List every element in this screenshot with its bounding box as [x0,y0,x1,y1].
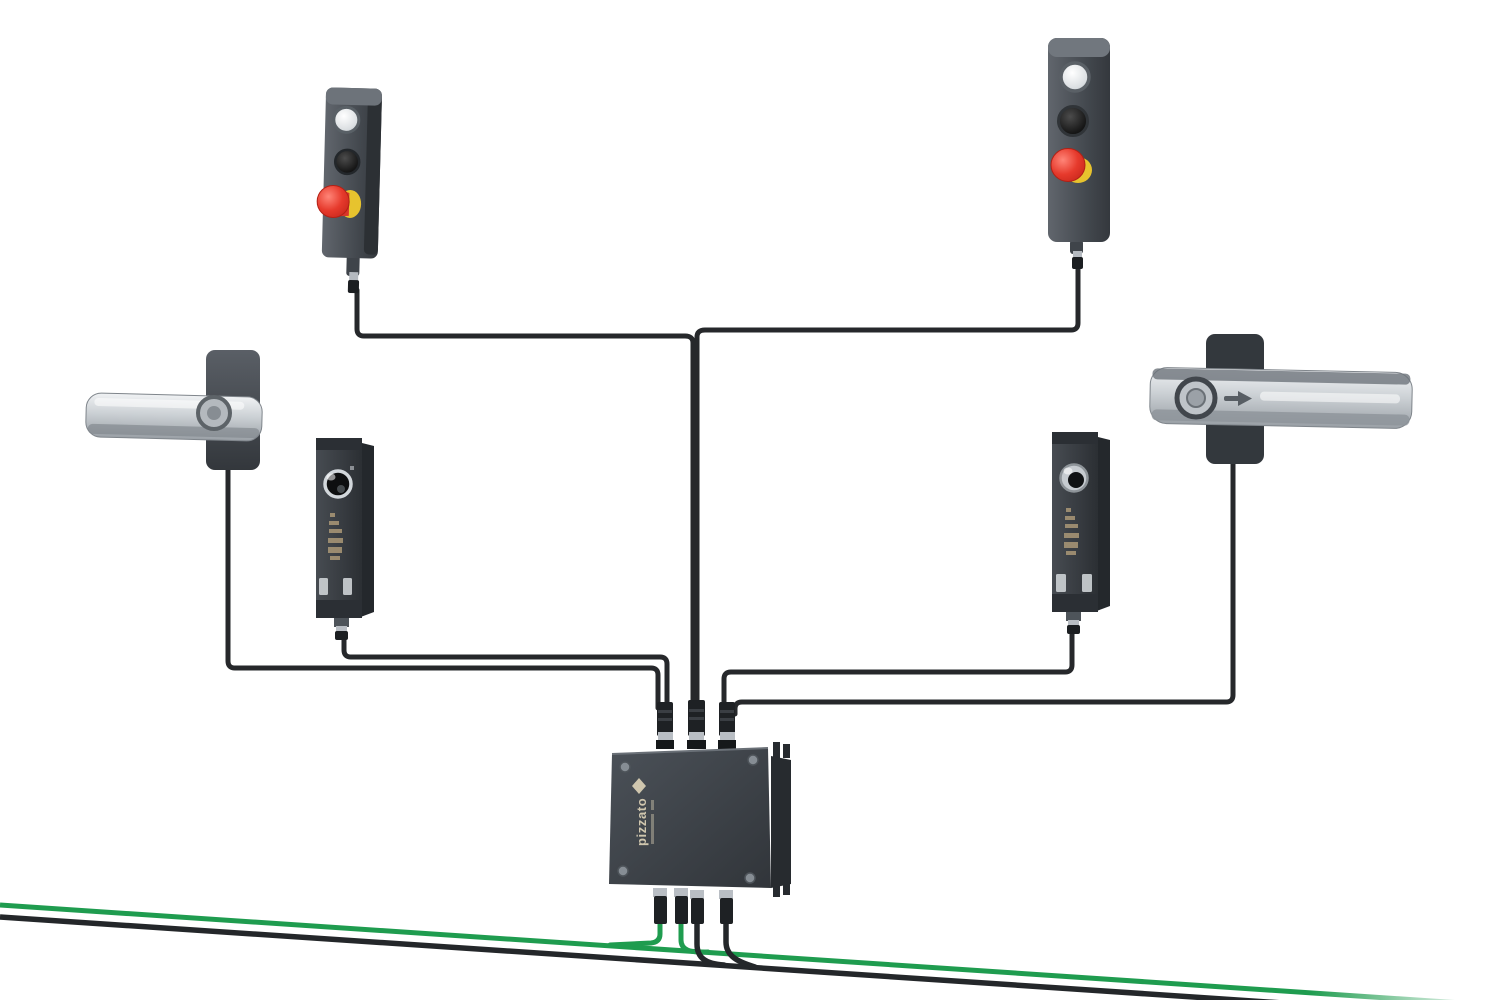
junction-box-bottom-ports [653,888,733,924]
stub-black-mid [694,921,727,968]
cable-estop-right [694,261,1081,715]
junction-box-screw-bl [617,865,629,877]
bus-black-cable [0,914,1280,1000]
switch-left-print-label [328,513,343,560]
switch-left-bottom-cap [316,600,362,618]
junction-box-screw-tl [619,761,631,773]
estop-right-connector-stub [1070,240,1083,254]
handle-right-lever-highlight [1260,391,1401,404]
white-illuminated-button [332,105,361,134]
junction-box-top-ports [656,700,736,749]
bus-fade-overlay [1310,920,1500,1000]
cable-door-handle-right [732,457,1236,717]
black-push-button [333,148,361,176]
estop-left-ferrule [349,271,359,282]
switch-right-print-label [1064,508,1079,555]
estop-right-m12-plug [1072,257,1083,269]
cable-estop-left [354,287,696,715]
switch-right-bottom-cap [1052,594,1098,612]
black-push-button [1057,105,1089,137]
cable-door-handle-left [225,459,661,711]
switch-right-slot-b [1082,574,1092,592]
switch-right-lock-core [1068,472,1084,488]
junction-box-top-edge [611,747,769,755]
junction-box-brand-label: pizzato [634,798,649,846]
red-emergency-stop-button [316,185,350,219]
junction-box-screw-br [744,872,756,884]
device-cables [225,261,1236,717]
switch-right-top-cap [1052,432,1098,444]
door-handle-right [1149,334,1413,464]
switch-right-ferrule [1068,620,1079,626]
estop-right-ferrule [1073,251,1082,259]
pizzato-diamond-logo-icon [632,778,646,794]
junction-box-bracket [771,742,791,897]
estop-left-top-cap [325,87,382,106]
switch-left-lock-pin [337,485,345,493]
switch-left-lock-highlight [326,473,336,481]
junction-box-body [609,748,771,888]
estop-station-right [1048,38,1110,269]
top-port-3 [718,702,736,749]
cable-safety-switch-right [721,627,1075,711]
switch-left-slot-a [319,578,328,595]
top-port-2 [687,700,706,749]
estop-left-connector-stub [346,253,360,277]
red-emergency-stop-button [1050,148,1086,182]
top-port-1 [656,702,674,749]
switch-left-m12-plug [335,631,348,640]
switch-left-connector-stub [334,618,349,627]
switch-right-connector-stub [1066,612,1081,621]
switch-left-top-cap [316,438,362,450]
stub-green-left [607,921,663,948]
estop-station-left [316,87,382,294]
estop-right-body [1048,38,1110,242]
junction-box-bus-stubs [607,921,758,970]
switch-left-slot-b [343,578,352,595]
junction-box-screw-tr [747,754,759,766]
switch-right-m12-plug [1067,625,1080,634]
stub-black-right [723,921,758,970]
handle-right-hub-core [1186,388,1206,408]
white-illuminated-button [1059,61,1091,93]
bottom-port-4 [719,890,733,924]
estop-right-top-cap [1048,38,1110,57]
handle-left-hub-core [207,406,221,420]
handle-right-lever-shade [1151,409,1410,426]
estop-left-m12-plug [347,279,360,294]
junction-box-fine-print [651,800,654,844]
switch-left-ferrule [336,626,347,632]
bottom-port-3 [690,890,704,924]
switch-left-led [350,466,354,470]
safety-switch-right [1052,432,1110,634]
handle-right-lever-topstrip [1152,368,1411,385]
bottom-port-2 [674,888,688,924]
switch-right-lock-highlight [1063,467,1073,475]
switch-right-slot-a [1056,574,1066,592]
door-handle-left [85,350,263,470]
right-arrow-icon [1224,391,1252,406]
estop-left-side-face [363,92,382,255]
junction-box-label: pizzato [632,778,654,846]
stub-green-right [678,921,711,955]
bottom-port-1 [653,888,667,924]
junction-box: pizzato [609,700,791,924]
safety-switch-left [316,438,374,640]
cable-safety-switch-left [341,631,670,711]
